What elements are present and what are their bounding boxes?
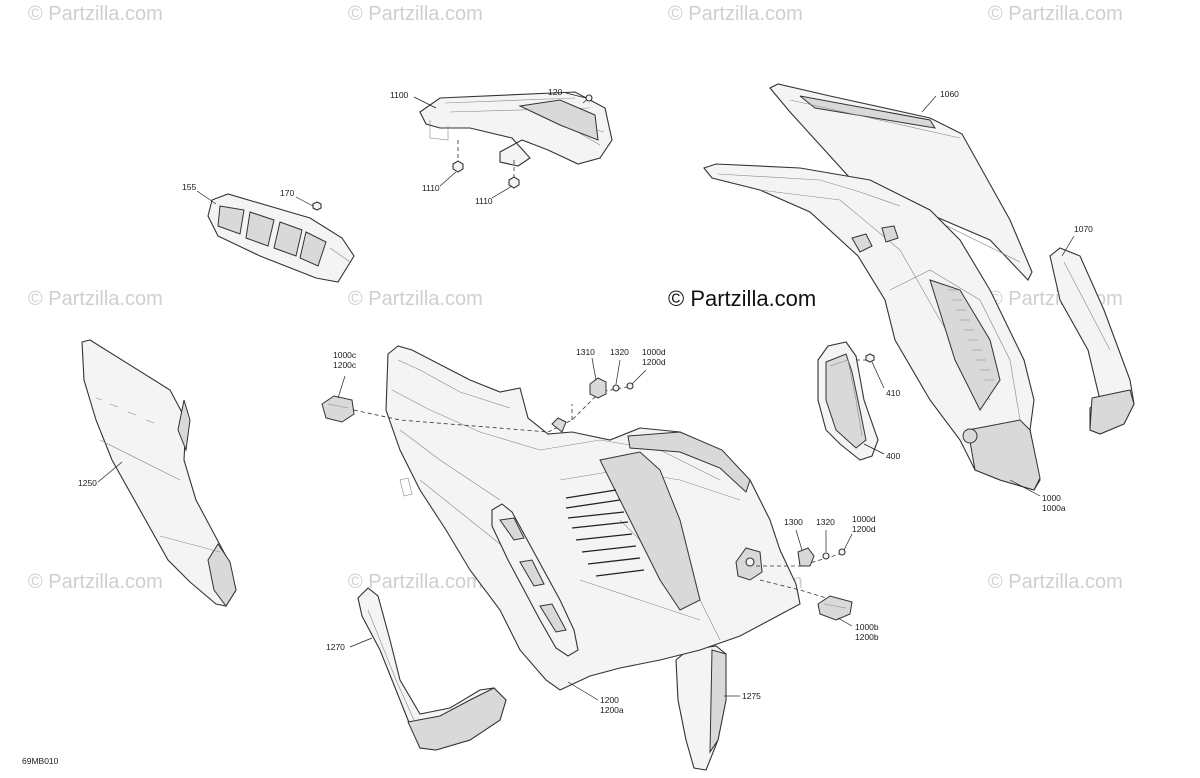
callout-1110[interactable]: 1110: [422, 183, 440, 193]
part-1070-side-trim[interactable]: [1049, 247, 1135, 435]
part-1200-main-panel[interactable]: [385, 345, 801, 691]
callout-1200a[interactable]: 1200a: [600, 705, 624, 715]
watermark-text: © Partzilla.com: [988, 3, 1123, 25]
watermark-text: © Partzilla.com: [348, 571, 483, 593]
leader-lines: [97, 92, 1075, 701]
watermark-text: © Partzilla.com: [28, 288, 163, 310]
clip-1000c-1200c[interactable]: [321, 395, 549, 433]
watermark-text: © Partzilla.com: [988, 571, 1123, 593]
callout-1200b[interactable]: 1200b: [855, 632, 879, 642]
nut-1110-left[interactable]: [452, 140, 464, 173]
callout-1200d[interactable]: 1200d: [852, 524, 876, 534]
part-155-vent[interactable]: [207, 193, 355, 283]
part-1270-lower-trim[interactable]: [357, 587, 507, 751]
callout-410[interactable]: 410: [886, 388, 900, 398]
callout-1060[interactable]: 1060: [940, 89, 959, 99]
callout-1200d[interactable]: 1200d: [642, 357, 666, 367]
callout-1310[interactable]: 1310: [576, 347, 595, 357]
part-1100-bracket[interactable]: [419, 91, 613, 167]
callout-1270[interactable]: 1270: [326, 642, 345, 652]
vent-slats: [565, 489, 645, 577]
callout-1275[interactable]: 1275: [742, 691, 761, 701]
fastener-set-top[interactable]: [547, 377, 634, 433]
callout-1320[interactable]: 1320: [610, 347, 629, 357]
callout-170[interactable]: 170: [280, 188, 294, 198]
callout-1000c[interactable]: 1000c: [333, 350, 357, 360]
callout-1000[interactable]: 1000: [1042, 493, 1061, 503]
part-1000-front-panel[interactable]: [703, 163, 1041, 491]
nut-1110-right[interactable]: [508, 160, 520, 189]
callout-155[interactable]: 155: [182, 182, 196, 192]
callout-1300[interactable]: 1300: [784, 517, 803, 527]
clip-1000b-1200b[interactable]: [817, 595, 853, 621]
part-1250-left-panel[interactable]: [81, 339, 237, 607]
callout-1250[interactable]: 1250: [78, 478, 97, 488]
callout-120[interactable]: 120: [548, 87, 562, 97]
callout-1200c[interactable]: 1200c: [333, 360, 357, 370]
callout-1100[interactable]: 1100: [390, 90, 409, 100]
part-400-frame[interactable]: [817, 341, 879, 461]
callout-1070[interactable]: 1070: [1074, 224, 1093, 234]
callout-1000a[interactable]: 1000a: [1042, 503, 1066, 513]
callout-1110[interactable]: 1110: [475, 196, 493, 206]
part-1275-lower-trim[interactable]: [675, 645, 727, 771]
callout-labels: 1100 120 1110 1110 155 170 1060 1070 100…: [78, 87, 1093, 715]
watermark-text: © Partzilla.com: [28, 3, 163, 25]
callout-1000b[interactable]: 1000b: [855, 622, 879, 632]
callout-400[interactable]: 400: [886, 451, 900, 461]
callout-1320[interactable]: 1320: [816, 517, 835, 527]
watermark-text: © Partzilla.com: [668, 3, 803, 25]
callout-1200[interactable]: 1200: [600, 695, 619, 705]
watermark-text: © Partzilla.com: [348, 3, 483, 25]
callout-1000d[interactable]: 1000d: [852, 514, 876, 524]
diagram-code: 69MB010: [22, 756, 59, 766]
callout-1000d[interactable]: 1000d: [642, 347, 666, 357]
watermark-text: © Partzilla.com: [348, 288, 483, 310]
screw-170[interactable]: [312, 201, 322, 211]
partzilla-watermark: © Partzilla.com: [668, 286, 816, 311]
watermark-text: © Partzilla.com: [28, 571, 163, 593]
screw-410[interactable]: [856, 353, 875, 363]
